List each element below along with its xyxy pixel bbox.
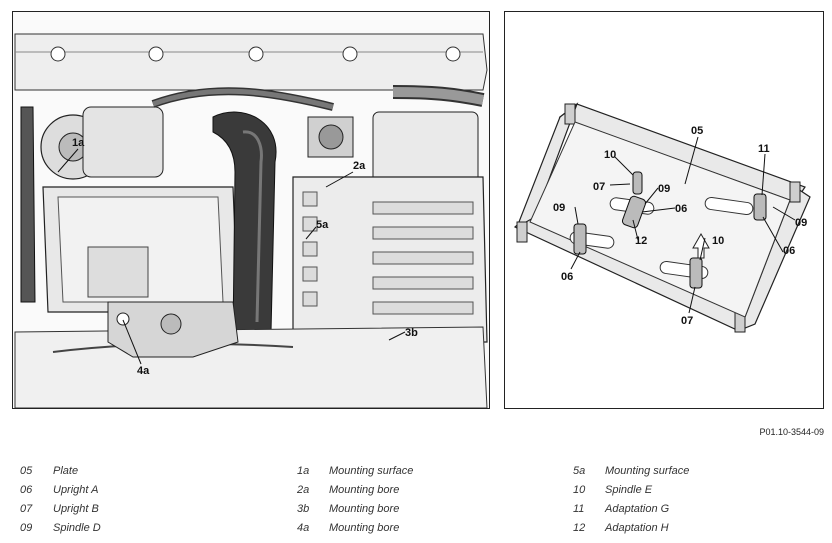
legend-text: Upright B (53, 502, 99, 515)
legend-text: Mounting bore (329, 521, 400, 534)
legend-code: 5a (573, 464, 586, 477)
callout-09-left: 09 (553, 202, 565, 214)
callout-10-upper: 10 (604, 149, 616, 161)
legend-code: 09 (20, 521, 33, 534)
callout-06-left: 06 (561, 271, 573, 283)
legend-code: 06 (20, 483, 33, 496)
legend-code: 07 (20, 502, 33, 515)
callout-11: 11 (758, 143, 770, 155)
legend-item: 10 Spindle E (573, 480, 689, 499)
engine-illustration: 1a 2a 5a 3b 4a (13, 12, 489, 408)
legend-item: 2a Mounting bore (297, 480, 413, 499)
callout-09-center: 09 (658, 183, 670, 195)
legend-item: 05 Plate (20, 461, 101, 480)
callout-06-right: 06 (783, 245, 795, 257)
legend-code: 4a (297, 521, 310, 534)
callout-06-center: 06 (675, 203, 687, 215)
figure-code: P01.10-3544-09 (759, 427, 824, 437)
legend-code: 2a (297, 483, 310, 496)
legend-text: Upright A (53, 483, 99, 496)
legend-item: 06 Upright A (20, 480, 101, 499)
legend-code: 11 (573, 502, 585, 515)
legend-text: Mounting surface (605, 464, 690, 477)
legend-text: Adaptation H (605, 521, 669, 534)
legend-code: 1a (297, 464, 310, 477)
legend-text: Mounting surface (329, 464, 414, 477)
legend-item: 09 Spindle D (20, 518, 101, 537)
callout-07-upper: 07 (593, 181, 605, 193)
mounting-plate-view: 05 10 11 07 09 06 09 12 10 06 09 07 06 (504, 11, 824, 409)
legend-item: 11 Adaptation G (573, 499, 689, 518)
callout-12: 12 (635, 235, 647, 247)
callout-3b: 3b (405, 327, 418, 339)
legend-text: Mounting bore (329, 483, 400, 496)
legend-code: 10 (573, 483, 586, 496)
legend-item: 3b Mounting bore (297, 499, 413, 518)
legend-item: 07 Upright B (20, 499, 101, 518)
legend-column: 05 Plate 06 Upright A 07 Upright B 09 Spindl… (20, 461, 101, 537)
legend-item: 4a Mounting bore (297, 518, 413, 537)
legend-text: Spindle D (53, 521, 101, 534)
legend-text: Adaptation G (605, 502, 670, 515)
legend-item: 5a Mounting surface (573, 461, 689, 480)
legend-text: Spindle E (605, 483, 653, 496)
mounting-plate-illustration: 05 10 11 07 09 06 09 12 10 06 09 07 06 (513, 102, 811, 333)
callout-4a: 4a (137, 365, 150, 377)
callout-10-lower: 10 (712, 235, 724, 247)
legend-text: Mounting bore (329, 502, 400, 515)
engine-compartment-view: 1a 2a 5a 3b 4a (12, 11, 490, 409)
callout-5a: 5a (316, 219, 329, 231)
legend-text: Plate (53, 464, 79, 477)
callout-07-lower: 07 (681, 315, 693, 327)
callout-09-right: 09 (795, 217, 807, 229)
legend-code: 12 (573, 521, 586, 534)
callout-1a: 1a (72, 137, 85, 149)
legend-item: 1a Mounting surface (297, 461, 413, 480)
legend-code: 3b (297, 502, 310, 515)
callout-05: 05 (691, 125, 703, 137)
callout-2a: 2a (353, 160, 366, 172)
legend-code: 05 (20, 464, 33, 477)
legend-item: 12 Adaptation H (573, 518, 689, 537)
